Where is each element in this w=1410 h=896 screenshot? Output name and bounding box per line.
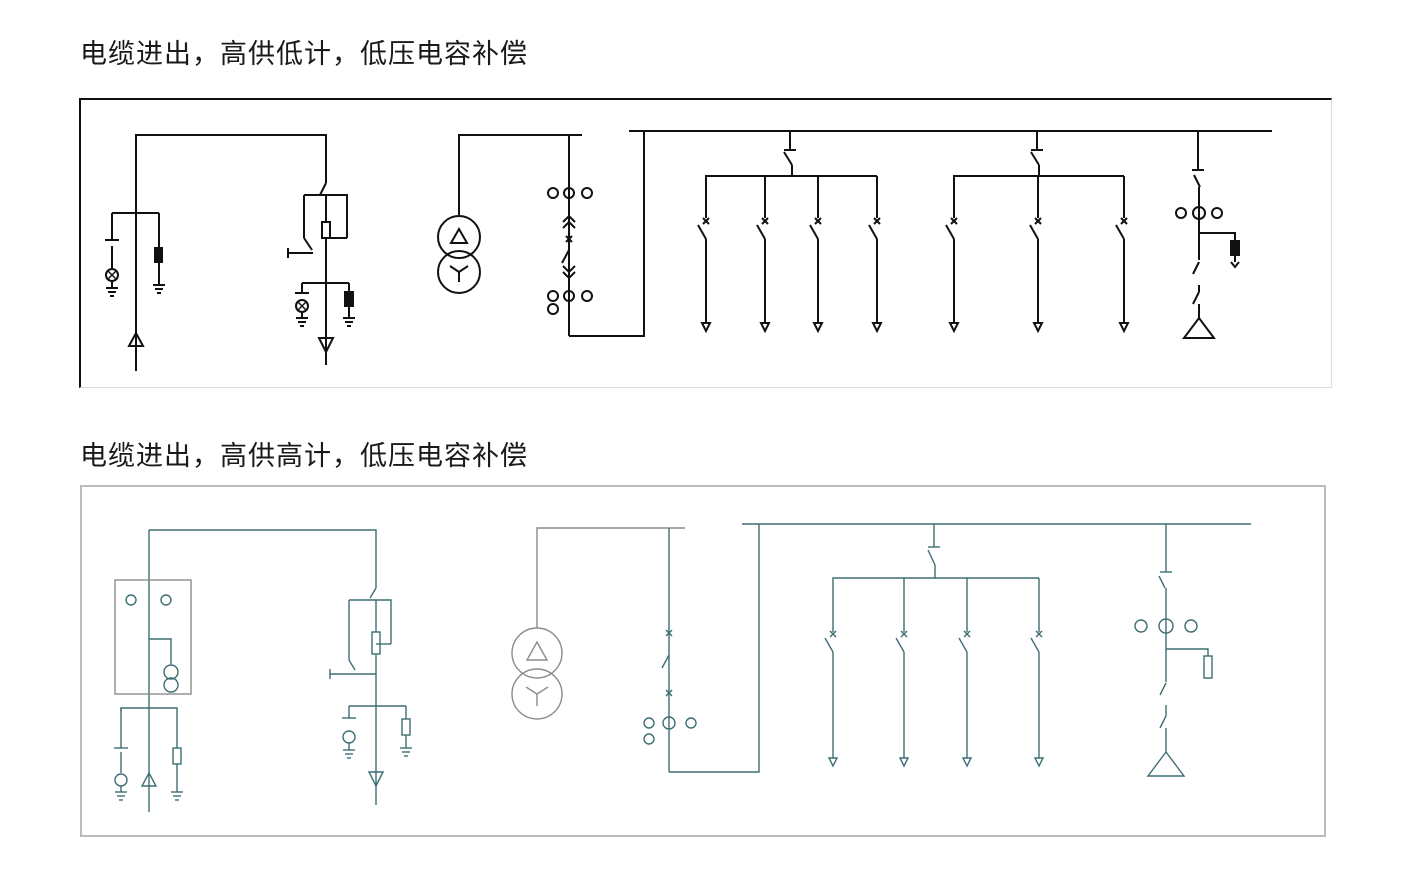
- feeder-breaker-6: [1029, 217, 1044, 334]
- feeder-breaker-2: [895, 630, 910, 768]
- lv-busbar-feeders-2: [742, 523, 1251, 632]
- transformer-section-2: [511, 527, 685, 720]
- feeder-breaker-1: [824, 630, 839, 768]
- feeder-breaker-1: [697, 217, 712, 334]
- diagram-2-title: 电缆进出，高供高计，低压电容补偿: [80, 441, 528, 472]
- load-switch-fuse-section: [287, 182, 355, 365]
- lv-busbar-feeders: [629, 130, 1272, 218]
- hv-incoming-metering-section: [114, 529, 377, 812]
- transformer-section: [437, 131, 645, 337]
- capacitor-section: [1175, 131, 1240, 339]
- capacitor-section-2: [1134, 524, 1213, 777]
- schematic-2: [114, 523, 1251, 812]
- feeder-breaker-5: [945, 217, 960, 334]
- diagram-1-title: 电缆进出，高供低计，低压电容补偿: [80, 39, 528, 70]
- feeder-breaker-3: [809, 217, 824, 334]
- lv-incoming-2: [643, 524, 760, 773]
- feeder-breaker-4: [1030, 630, 1045, 768]
- schematic-1: [105, 130, 1272, 371]
- feeder-breaker-4: [868, 217, 883, 334]
- diagram-2-panel: [80, 485, 1326, 837]
- diagram-1-panel: [79, 98, 1332, 388]
- feeder-breaker-3: [958, 630, 973, 768]
- diagram-2-feeder-switches: [824, 630, 1045, 768]
- feeder-breaker-2: [756, 217, 771, 334]
- diagram-1-feeder-switches: [697, 217, 1130, 334]
- load-switch-fuse-section-2: [329, 587, 412, 805]
- feeder-breaker-7: [1115, 217, 1130, 334]
- hv-incoming-section: [105, 134, 327, 371]
